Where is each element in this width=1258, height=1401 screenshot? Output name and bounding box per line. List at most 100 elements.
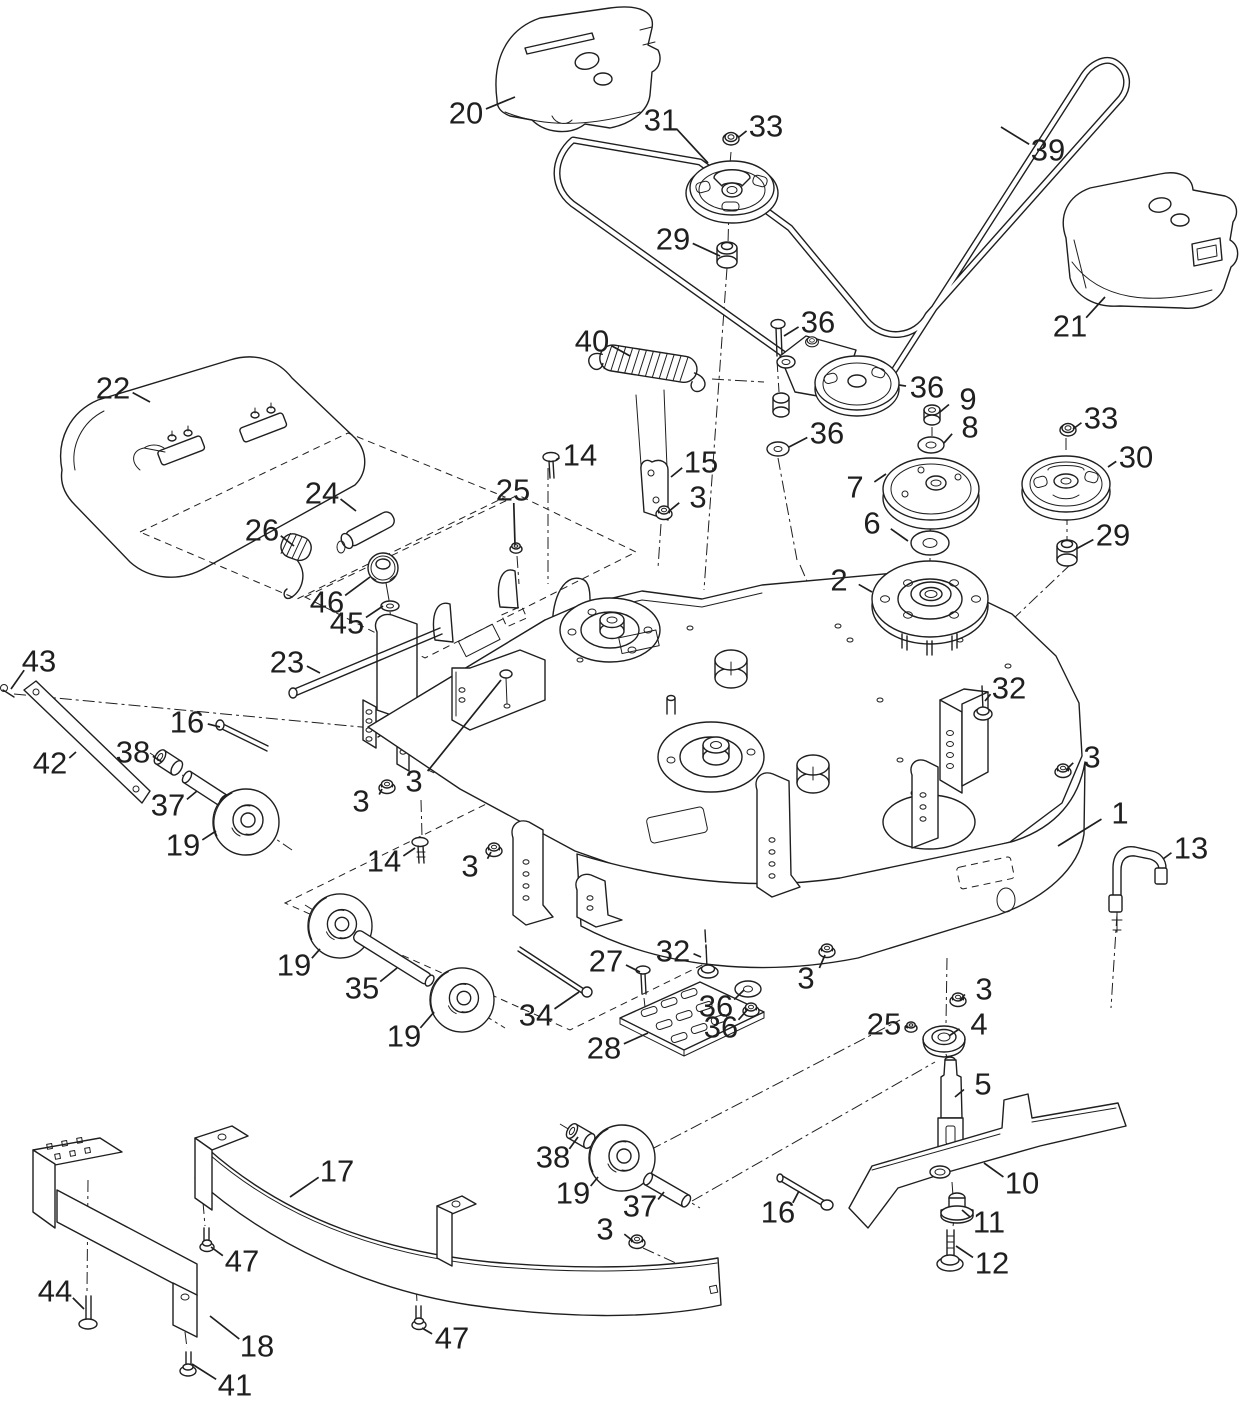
part-number-30: 30 — [1119, 440, 1153, 475]
bracket-18-end-plate — [172, 1282, 198, 1338]
part-number-37: 37 — [151, 788, 185, 823]
label-outline — [500, 605, 528, 628]
part-number-36: 36 — [810, 416, 844, 451]
callout-leader-8 — [943, 433, 953, 444]
callout-leader-25 — [904, 1025, 909, 1029]
nut-25 — [509, 542, 523, 554]
callout-leader-36 — [783, 326, 800, 337]
nut-3 — [655, 505, 673, 521]
callout-leader-47 — [210, 1246, 224, 1257]
bolt-32-right — [973, 685, 993, 721]
callout-leader-43 — [10, 669, 25, 690]
callout-leader-44 — [72, 1297, 85, 1310]
cotter-pin-43 — [0, 684, 15, 698]
callout-leader-16 — [207, 723, 221, 728]
washer-45 — [380, 600, 400, 612]
part-number-8: 8 — [961, 410, 978, 445]
screw-14-top — [542, 451, 560, 479]
part-number-3: 3 — [596, 1212, 613, 1247]
callout-leader-1 — [1057, 818, 1102, 847]
callout-leader-41 — [191, 1363, 217, 1381]
deck-front-skirt — [576, 761, 1086, 969]
skid-band-group — [194, 1125, 722, 1331]
stiffener-bar-42 — [23, 680, 151, 804]
caster-group-bottom — [565, 1123, 692, 1250]
bolt-32-center — [697, 929, 719, 979]
spindle-housing-2 — [871, 560, 989, 656]
rod-34 — [517, 946, 593, 998]
part-number-7: 7 — [846, 470, 863, 505]
callout-leader-17 — [289, 1176, 320, 1198]
part-number-36: 36 — [910, 370, 944, 405]
callout-leader-3 — [818, 954, 826, 969]
blade-spindle-chain — [776, 846, 1168, 1272]
part-number-20: 20 — [449, 96, 483, 131]
callout-leader-5 — [954, 1088, 965, 1098]
spacer-29 — [716, 241, 738, 269]
part-number-47: 47 — [225, 1244, 259, 1279]
callout-leader-42 — [68, 751, 77, 759]
part-number-12: 12 — [975, 1246, 1009, 1281]
part-number-37: 37 — [623, 1189, 657, 1224]
v-belt-39 — [553, 56, 1131, 398]
part-number-36: 36 — [699, 989, 733, 1024]
part-number-33: 33 — [1084, 401, 1118, 436]
spindle-stack-group — [871, 404, 989, 656]
pivot-rod-24 — [336, 511, 395, 554]
part-number-9: 9 — [959, 382, 976, 417]
part-number-47: 47 — [435, 1321, 469, 1356]
part-number-10: 10 — [1005, 1166, 1039, 1201]
callout-leader-4 — [948, 1028, 960, 1037]
part-number-17: 17 — [320, 1154, 354, 1189]
caster-wheel-19 — [307, 893, 373, 959]
bolt-47-right — [411, 1305, 427, 1331]
bolt-47-left — [199, 1227, 215, 1253]
caster-group-middle — [307, 893, 495, 1033]
axle-35 — [353, 930, 435, 987]
rear-cover — [60, 356, 366, 578]
nut-33 — [722, 131, 740, 146]
part-number-31: 31 — [644, 103, 678, 138]
part-number-23: 23 — [270, 645, 304, 680]
part-number-43: 43 — [22, 644, 56, 679]
callout-leader-29 — [1075, 538, 1094, 550]
engine-pulley-group — [685, 131, 779, 269]
blade-10 — [848, 1093, 1127, 1229]
belt-cover-left-20 — [495, 6, 661, 133]
part-number-3: 3 — [1083, 740, 1100, 775]
band-tab-middle — [436, 1195, 477, 1267]
callout-leader-2 — [858, 583, 873, 593]
rear-cover-group — [60, 356, 400, 612]
part-number-19: 19 — [277, 948, 311, 983]
part-number-21: 21 — [1053, 309, 1087, 344]
lift-rod-23 — [288, 627, 443, 699]
callout-leader-19 — [311, 948, 321, 959]
washer-8 — [917, 436, 945, 454]
callout-leader-45 — [365, 605, 384, 619]
blade-bushing-11 — [940, 1192, 974, 1224]
screw-14-bottom — [411, 836, 429, 864]
callout-leader-30 — [1107, 460, 1117, 468]
callout-leader-9 — [939, 403, 950, 413]
isolator-cylinder-1 — [714, 649, 748, 689]
nut-3 — [485, 842, 503, 858]
part-number-25: 25 — [496, 473, 530, 508]
caster-wheel-19 — [429, 967, 495, 1033]
part-number-42: 42 — [33, 746, 67, 781]
spacer-37-bottom — [642, 1172, 692, 1208]
callout-leader-19 — [419, 1011, 435, 1029]
bearing-4 — [922, 1025, 966, 1058]
callout-leader-12 — [955, 1245, 974, 1259]
blade-bolt-12 — [936, 1229, 964, 1272]
callout-leader-36 — [733, 989, 745, 1001]
clutch-stack-group — [1021, 422, 1111, 567]
bumper-bracket-group — [32, 1137, 198, 1377]
callout-leader-35 — [379, 967, 398, 983]
idler-group — [588, 318, 900, 457]
callout-leader-38 — [152, 755, 163, 763]
callout-leader-18 — [209, 1315, 240, 1340]
callout-leader-28 — [623, 1032, 649, 1045]
part-number-16: 16 — [761, 1195, 795, 1230]
